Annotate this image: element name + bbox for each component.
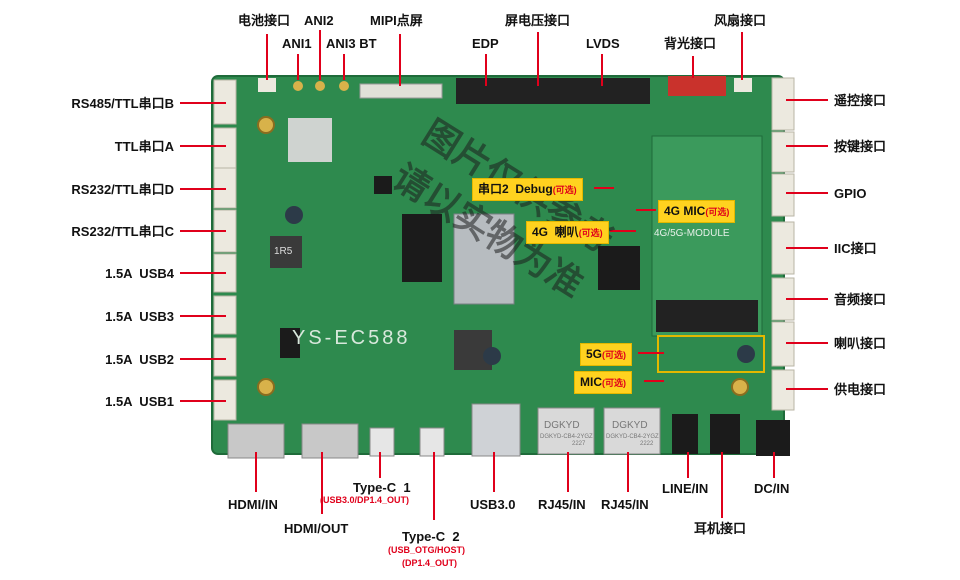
label-left-rs232-ttl-c: RS232/TTL串口C — [71, 224, 174, 239]
chips — [270, 118, 763, 370]
silkscreen-model: YS-EC588 — [292, 327, 411, 349]
label-mipi: MIPI点屏 — [370, 13, 423, 28]
rj45-part-b: DGKYD-CB4-2YGZ — [606, 434, 659, 440]
label-hdmi-out: HDMI/OUT — [284, 521, 349, 536]
label-right-keys: 按键接口 — [834, 139, 887, 154]
note-typec2-line2: (DP1.4_OUT) — [402, 558, 458, 568]
badge-5g: 5G(可选) — [580, 343, 633, 366]
label-left-usb3: 1.5A USB3 — [105, 309, 174, 324]
badge-debug-main: 串口2 Debug — [478, 182, 553, 196]
right-connectors — [771, 77, 795, 411]
label-rj45-a: RJ45/IN — [538, 497, 586, 512]
badge-4g-speaker: 4G 喇叭(可选) — [526, 221, 609, 244]
label-ani2: ANI2 — [304, 13, 334, 28]
label-right-remote: 遥控接口 — [834, 93, 887, 108]
badge-mic-opt: (可选) — [602, 378, 626, 388]
rj45-brand-b: DGKYD — [612, 420, 648, 431]
left-connectors — [213, 79, 237, 421]
badge-mic-main: MIC — [580, 375, 602, 389]
label-earphone: 耳机接口 — [694, 521, 747, 536]
label-fan: 风扇接口 — [714, 13, 767, 28]
top-headers — [258, 76, 752, 104]
pointer-lines — [180, 30, 828, 520]
label-left-rs232-ttl-d: RS232/TTL串口D — [71, 182, 174, 197]
note-typec2-line1: (USB_OTG/HOST) — [388, 545, 466, 555]
label-right-power: 供电接口 — [834, 382, 887, 397]
label-left-rs485-ttl-b: RS485/TTL串口B — [71, 96, 174, 111]
badge-5g-opt: (可选) — [602, 350, 627, 360]
bottom-connectors — [227, 403, 790, 459]
rj45-part-a: DGKYD-CB4-2YGZ — [540, 434, 593, 440]
label-ani1: ANI1 — [282, 36, 312, 51]
module-label: 4G/5G-MODULE — [654, 228, 730, 239]
label-rj45-b: RJ45/IN — [601, 497, 649, 512]
badge-4g-speaker-main: 4G 喇叭 — [532, 225, 579, 239]
label-right-speaker: 喇叭接口 — [834, 336, 887, 351]
label-usb30: USB3.0 — [470, 497, 516, 512]
badge-5g-main: 5G — [586, 347, 603, 361]
rj45-num-b: 2222 — [640, 441, 654, 447]
label-battery: 电池接口 — [238, 13, 291, 28]
label-line-in: LINE/IN — [662, 481, 709, 496]
badge-4g-mic-opt: (可选) — [705, 207, 730, 217]
label-right-audio: 音频接口 — [834, 292, 887, 307]
label-typec1: Type-C 1 — [353, 480, 411, 495]
label-lvds: LVDS — [586, 36, 620, 51]
label-left-usb1: 1.5A USB1 — [105, 394, 174, 409]
label-backlight: 背光接口 — [664, 36, 717, 51]
badge-4g-speaker-opt: (可选) — [578, 228, 603, 238]
label-left-ttl-a: TTL串口A — [114, 139, 174, 154]
badge-mic: MIC(可选) — [574, 371, 632, 394]
inductor-marking: 1R5 — [274, 246, 293, 257]
label-hdmi-in: HDMI/IN — [228, 497, 278, 512]
label-left-usb2: 1.5A USB2 — [105, 352, 174, 367]
rj45-num-a: 2227 — [572, 441, 586, 447]
label-typec2: Type-C 2 — [402, 529, 460, 544]
label-edp: EDP — [472, 36, 499, 51]
label-right-gpio: GPIO — [834, 186, 867, 201]
badge-debug-opt: (可选) — [552, 185, 577, 195]
badge-debug-uart: 串口2 Debug(可选) — [472, 178, 583, 201]
badge-4g-mic: 4G MIC(可选) — [658, 200, 736, 223]
label-ani3-bt: ANI3 BT — [326, 36, 377, 51]
note-typec1: (USB3.0/DP1.4_OUT) — [320, 495, 410, 505]
label-dc-in: DC/IN — [754, 481, 790, 496]
label-right-iic: IIC接口 — [834, 241, 877, 256]
label-screen-voltage: 屏电压接口 — [505, 13, 571, 28]
label-left-usb4: 1.5A USB4 — [105, 266, 174, 281]
badge-4g-mic-main: 4G MIC — [664, 204, 706, 218]
rj45-brand-a: DGKYD — [544, 420, 580, 431]
